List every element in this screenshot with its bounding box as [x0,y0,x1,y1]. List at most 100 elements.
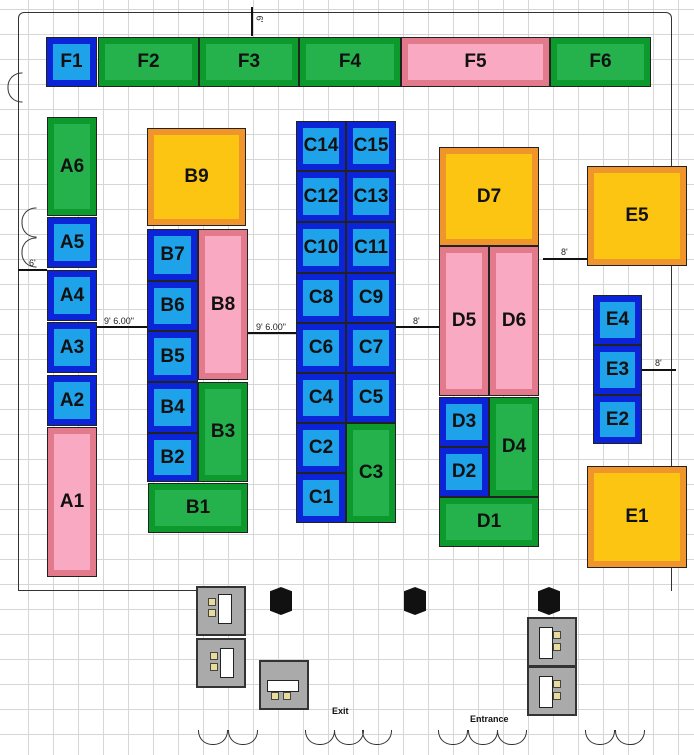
booth-label: F4 [338,51,362,72]
booth-f3[interactable]: F3 [199,37,299,87]
booth-e3[interactable]: E3 [593,345,642,395]
booth-inner [446,253,482,389]
booth-label: E3 [605,359,630,380]
booth-inner [205,236,241,373]
booth-inner [154,389,191,426]
booth-a6[interactable]: A6 [47,117,97,216]
booth-b9[interactable]: B9 [147,128,246,226]
booth-inner [353,178,389,215]
booth-inner [303,380,339,416]
booth-b5[interactable]: B5 [147,331,198,382]
booth-e2[interactable]: E2 [593,395,642,444]
booth-label: B5 [160,345,185,367]
booth-d7[interactable]: D7 [439,147,539,246]
booth-d1[interactable]: D1 [439,497,539,547]
booth-label: F5 [464,51,487,72]
booth-label: C6 [308,337,334,358]
booth-inner [205,389,241,475]
booth-label: D1 [476,511,502,532]
booth-e5[interactable]: E5 [587,166,687,266]
booth-inner [154,338,191,375]
registration-table [196,586,246,636]
booth-a4[interactable]: A4 [47,270,97,321]
booth-b7[interactable]: B7 [147,229,198,281]
booth-c10[interactable]: C10 [296,222,346,273]
hall-wall-bottom [18,590,198,591]
booth-label: C12 [303,185,339,207]
booth-d4[interactable]: D4 [489,397,539,497]
booth-b1[interactable]: B1 [148,483,248,533]
booth-label: C9 [358,287,384,308]
booth-label: E4 [605,309,630,330]
booth-f2[interactable]: F2 [98,37,199,87]
booth-c2[interactable]: C2 [296,423,346,473]
dimension-left [18,269,47,271]
booth-label: B9 [184,166,209,187]
booth-c4[interactable]: C4 [296,373,346,423]
hall-wall [18,12,672,591]
booth-label: C15 [353,135,389,156]
booth-f4[interactable]: F4 [299,37,401,87]
booth-c11[interactable]: C11 [346,222,396,273]
pillar-icon [538,587,560,615]
booth-f6[interactable]: F6 [550,37,651,87]
booth-c5[interactable]: C5 [346,373,396,423]
booth-d6[interactable]: D6 [489,246,539,396]
booth-c13[interactable]: C13 [346,171,396,222]
booth-label: A3 [59,336,85,358]
booth-a1[interactable]: A1 [47,427,97,577]
booth-label: C11 [354,236,388,258]
booth-label: F3 [237,51,261,72]
booth-b6[interactable]: B6 [147,281,198,331]
dimension-b-c [248,332,296,334]
pillar-icon [404,587,426,615]
booth-inner [303,178,339,215]
booth-c8[interactable]: C8 [296,273,346,323]
booth-inner [408,44,543,80]
booth-label: F2 [137,51,160,72]
booth-c14[interactable]: C14 [296,121,346,171]
booth-inner [303,128,339,164]
booth-c7[interactable]: C7 [346,323,396,373]
dimension-b-c-label: 9' 6.00" [256,322,286,332]
dimension-a-b-label: 9' 6.00" [104,316,134,326]
booth-inner [600,352,635,388]
booth-a5[interactable]: A5 [47,217,97,268]
booth-inner [446,504,532,540]
booth-label: B1 [185,497,211,518]
booth-inner [496,404,532,490]
dimension-top-label: 6' [254,15,265,23]
booth-a2[interactable]: A2 [47,375,97,426]
booth-d3[interactable]: D3 [439,397,489,447]
booth-inner [303,330,339,366]
booth-inner [446,404,482,440]
booth-b2[interactable]: B2 [147,433,198,482]
booth-c12[interactable]: C12 [296,171,346,222]
booth-a3[interactable]: A3 [47,322,97,373]
booth-b3[interactable]: B3 [198,382,248,482]
booth-c3[interactable]: C3 [346,423,396,523]
booth-inner [54,124,90,209]
booth-e4[interactable]: E4 [593,295,642,345]
dimension-e-right-label: 8' [655,358,662,368]
booth-c9[interactable]: C9 [346,273,396,323]
booth-label: D4 [501,436,527,457]
booth-c15[interactable]: C15 [346,121,396,171]
booth-label: B6 [160,295,185,316]
booth-c1[interactable]: C1 [296,473,346,523]
booth-d5[interactable]: D5 [439,246,489,396]
booth-b4[interactable]: B4 [147,382,198,433]
registration-table [196,638,246,688]
booth-inner [53,44,90,80]
booth-c6[interactable]: C6 [296,323,346,373]
booth-d2[interactable]: D2 [439,447,489,497]
booth-label: C5 [358,387,384,408]
booth-inner [353,229,389,266]
booth-f5[interactable]: F5 [401,37,550,87]
booth-e1[interactable]: E1 [587,466,687,568]
booth-f1[interactable]: F1 [46,37,97,87]
booth-inner [594,473,680,561]
booth-label: A4 [59,284,85,306]
booth-b8[interactable]: B8 [198,229,248,380]
booth-label: E1 [625,506,649,527]
